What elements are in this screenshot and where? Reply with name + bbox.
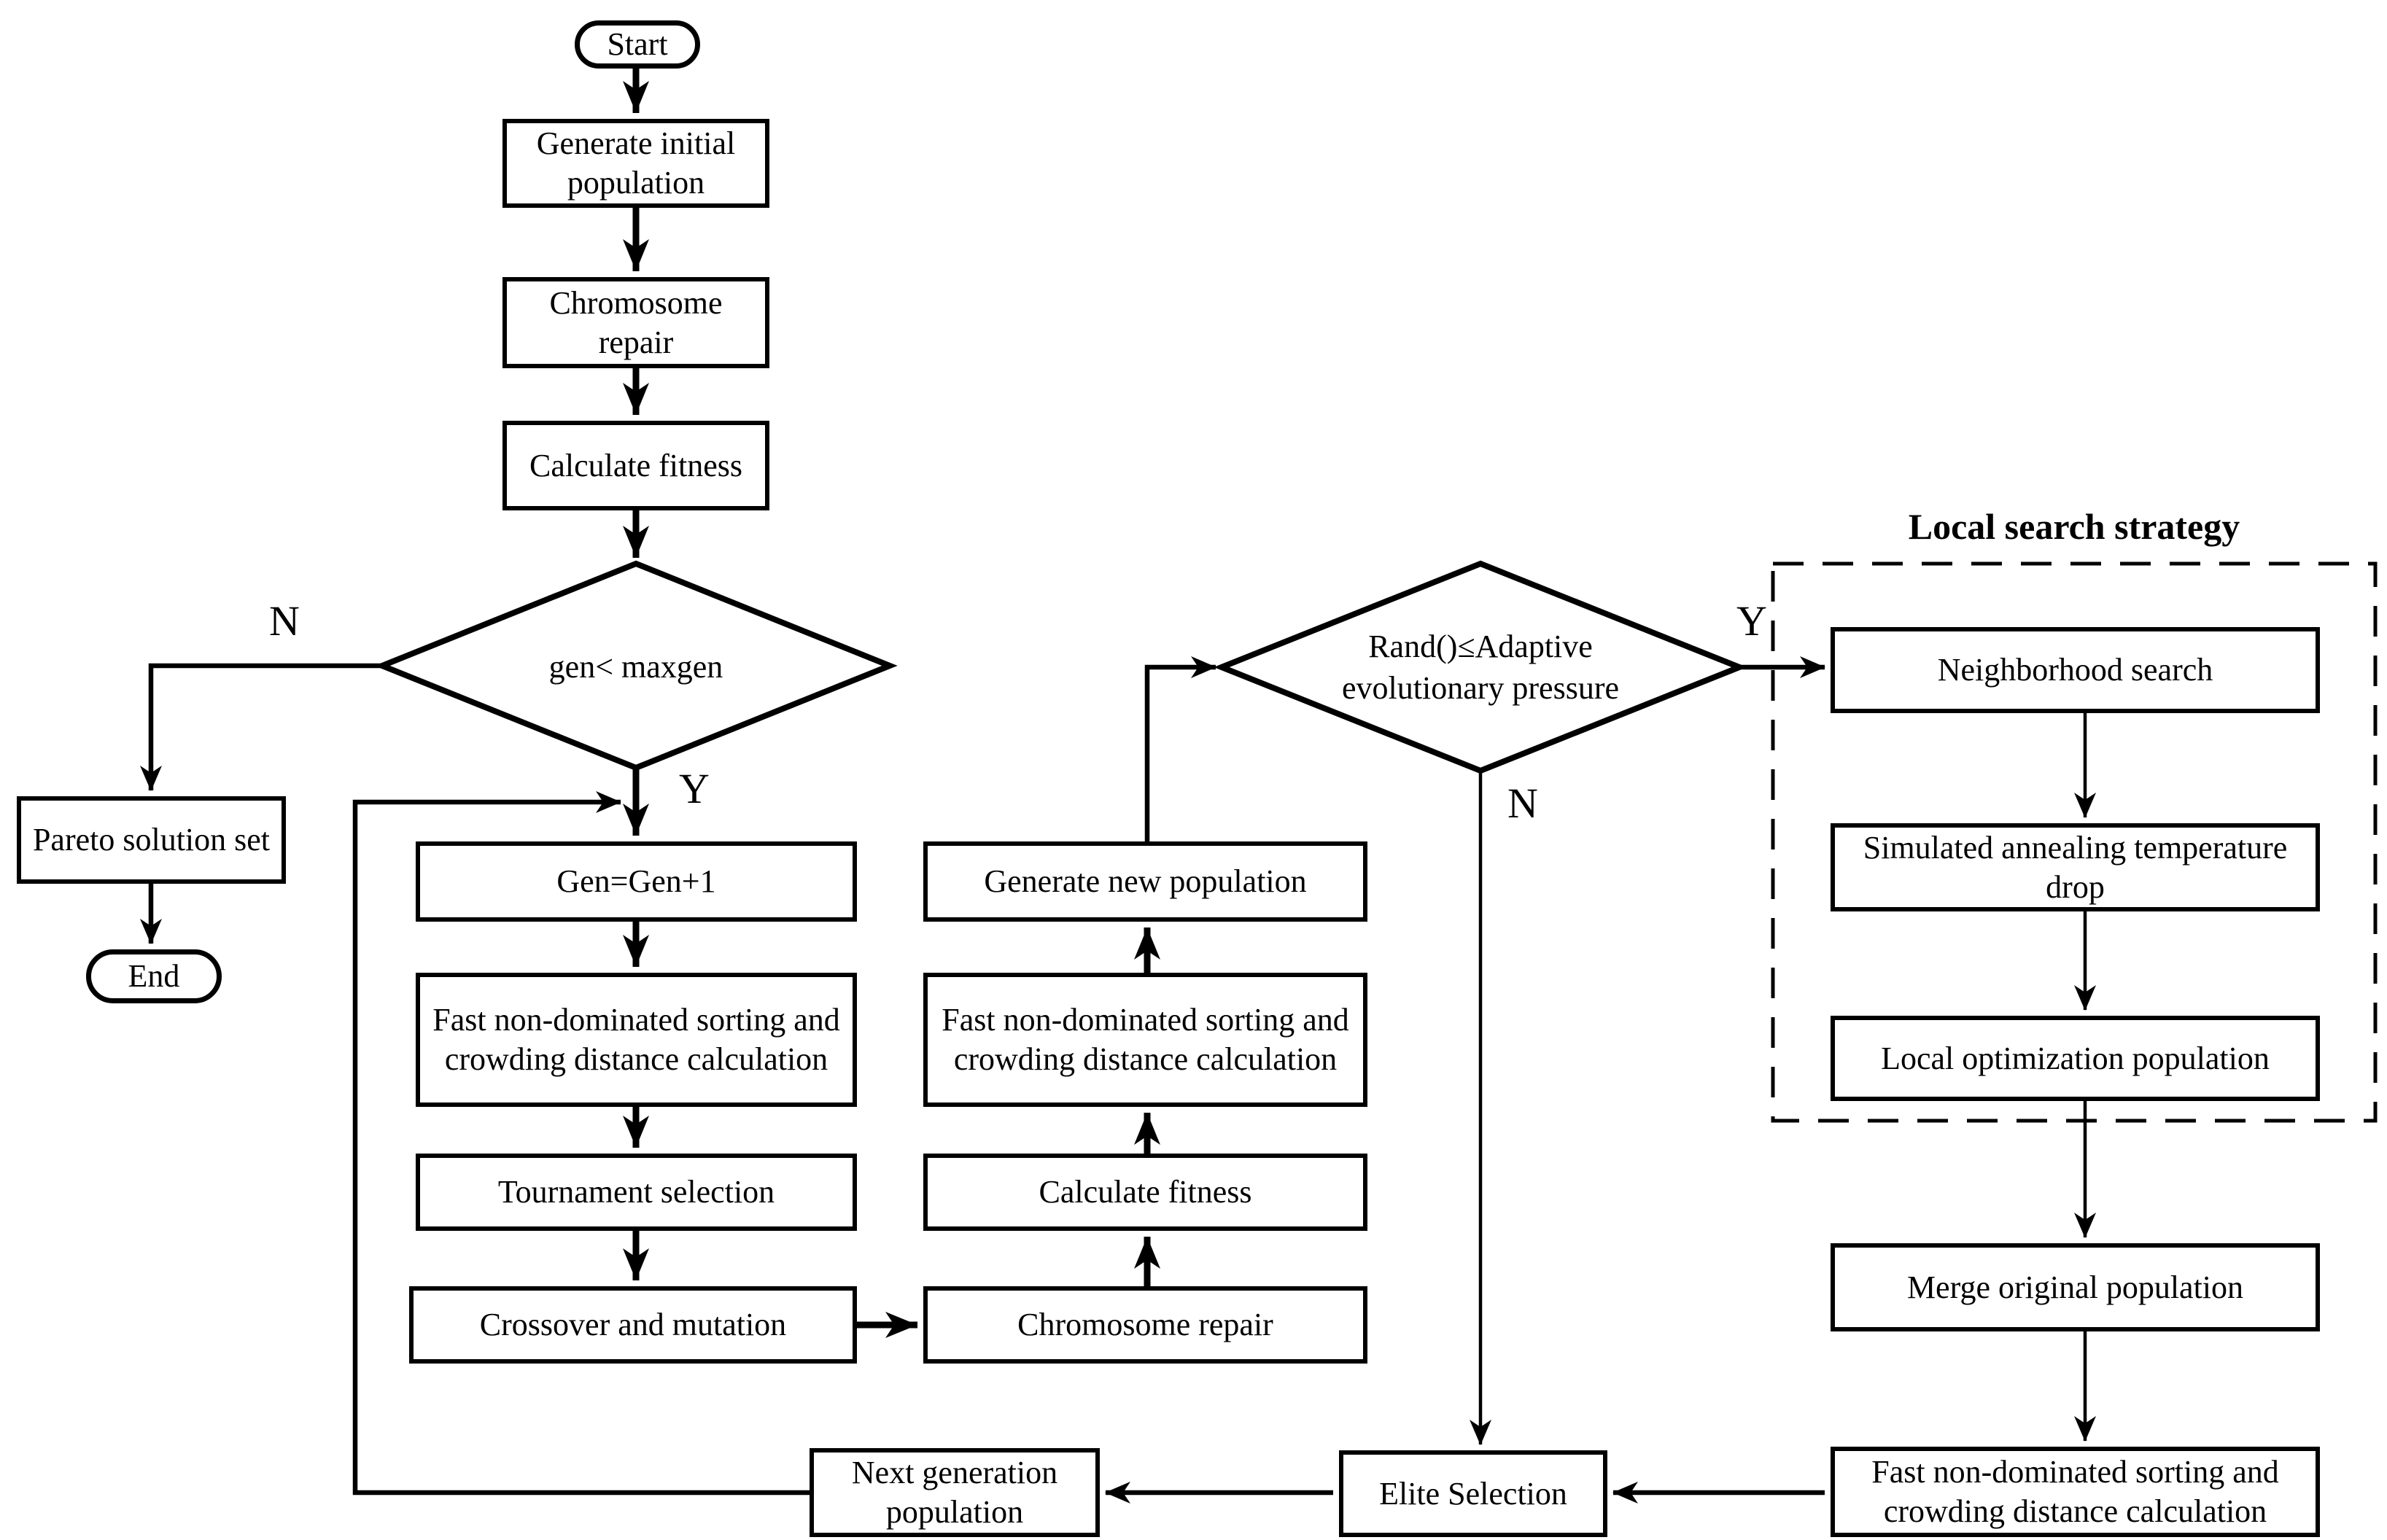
edge-decision-n-to-pareto: [140, 663, 382, 791]
node-merge-original-population: Merge original population: [1831, 1243, 2320, 1331]
label-rand-no: N: [1507, 779, 1538, 827]
node-crossover-and-mutation: Crossover and mutation: [409, 1286, 857, 1364]
node-chromosome-repair-mid: Chromosome repair: [923, 1286, 1367, 1364]
node-next-generation-population: Next generation population: [810, 1448, 1100, 1537]
node-fast-sorting-left: Fast non-dominated sorting and crowding …: [416, 973, 857, 1107]
node-elite-selection: Elite Selection: [1339, 1450, 1607, 1537]
label-rand-yes: Y: [1736, 597, 1767, 645]
node-neighborhood-search: Neighborhood search: [1831, 627, 2320, 713]
decision-rand-adaptive-label: Rand()≤Adaptive evolutionary pressure: [1342, 628, 1619, 706]
node-fast-sorting-right: Fast non-dominated sorting and crowding …: [1831, 1447, 2320, 1537]
edge-generate-new-to-decision-rand: [1144, 656, 1216, 841]
node-fast-sorting-mid: Fast non-dominated sorting and crowding …: [923, 973, 1367, 1107]
node-local-optimization-population: Local optimization population: [1831, 1016, 2320, 1101]
node-start: Start: [575, 20, 700, 69]
edge-next-generation-feedback-loop: [352, 791, 810, 1496]
node-tournament-selection: Tournament selection: [416, 1154, 857, 1231]
local-search-dashed-box: [1771, 561, 2378, 1123]
label-gen-yes: Y: [679, 765, 710, 812]
node-end: End: [86, 949, 222, 1003]
node-chromosome-repair-top: Chromosome repair: [502, 277, 769, 368]
node-gen-increment: Gen=Gen+1: [416, 841, 857, 922]
node-pareto-solution-set: Pareto solution set: [17, 796, 286, 884]
node-generate-initial-population: Generate initial population: [502, 119, 769, 208]
decision-gen-maxgen-label: gen< maxgen: [548, 649, 723, 685]
node-calculate-fitness-mid: Calculate fitness: [923, 1154, 1367, 1231]
node-calculate-fitness-top: Calculate fitness: [502, 421, 769, 510]
local-search-strategy-title: Local search strategy: [1908, 506, 2240, 547]
node-simulated-annealing-drop: Simulated annealing temperature drop: [1831, 823, 2320, 911]
node-generate-new-population: Generate new population: [923, 841, 1367, 922]
label-gen-no: N: [269, 597, 300, 645]
